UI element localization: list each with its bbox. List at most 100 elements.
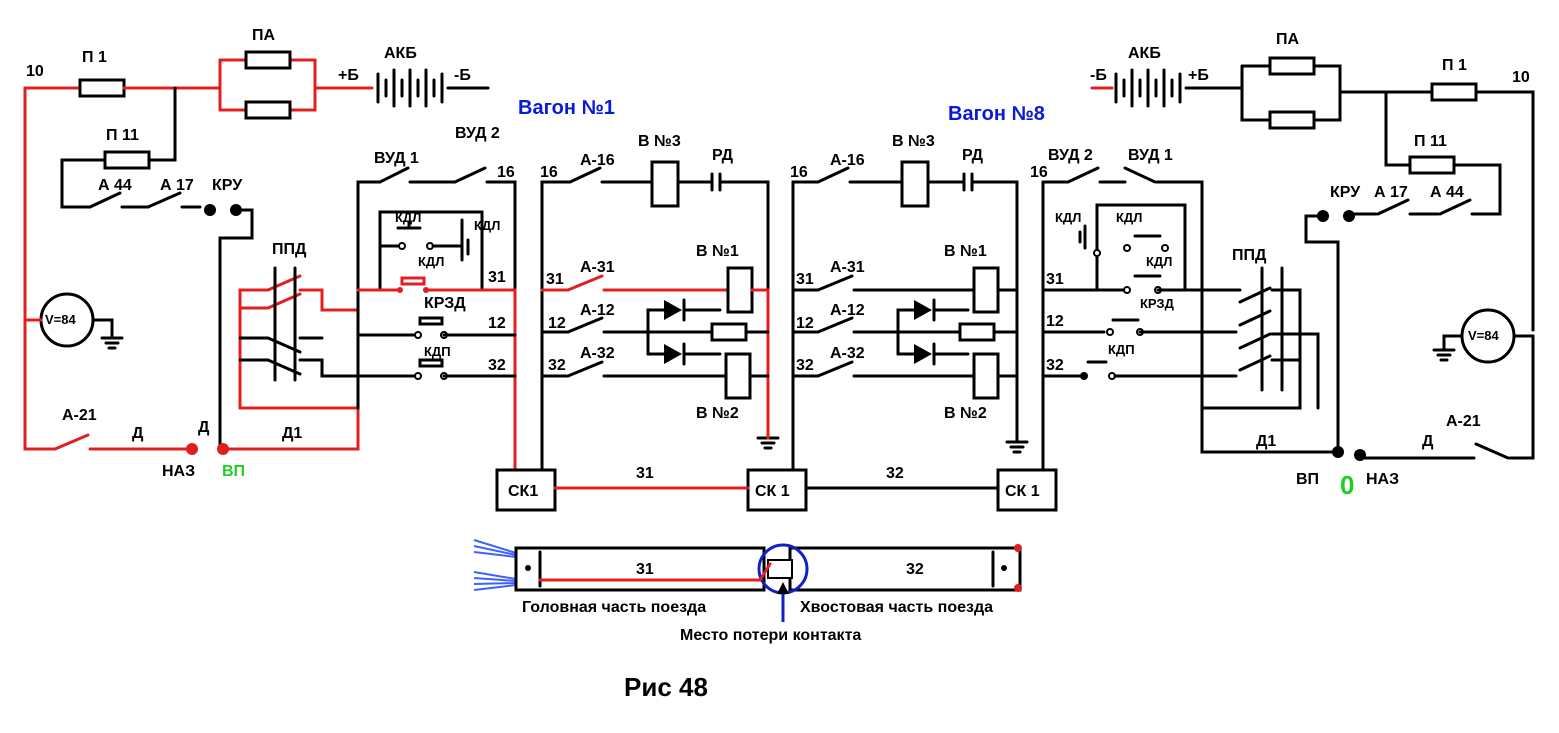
car1-relay-v2: В №2	[696, 405, 739, 422]
relay-v2-car8	[972, 352, 1000, 400]
car1-d-label: Д	[132, 425, 144, 442]
labels: Вагон №1 Вагон №8 10 П 1 ПА АКБ +Б -Б П …	[26, 27, 1530, 702]
car1-naz-label: НАЗ	[162, 463, 195, 480]
car1-vud2-label: ВУД 2	[455, 125, 500, 142]
trainline-32-label: 32	[886, 465, 904, 482]
car1-ppd-label: ППД	[272, 241, 307, 258]
car8-plus-label: +Б	[1188, 67, 1209, 84]
car8-relay-w32: 32	[796, 357, 814, 374]
relay-v3-car8	[900, 160, 930, 208]
car1-akb-label: АКБ	[384, 45, 417, 62]
fuse-pa-top	[244, 50, 292, 70]
car1-voltmeter-label: V=84	[45, 312, 76, 327]
car1-relay-a12: А-12	[580, 302, 615, 319]
car1-krzd-label: КРЗД	[424, 295, 466, 312]
car8-p1-label: П 1	[1442, 57, 1467, 74]
coupling-head-label: Головная часть поезда	[522, 599, 706, 616]
car1-kdp-label: КДП	[424, 344, 451, 359]
trainline-31-label: 31	[636, 465, 654, 482]
car8-relay-v2: В №2	[944, 405, 987, 422]
car1-w12-label: 12	[488, 315, 506, 332]
fuse-pa-top-car8	[1268, 56, 1316, 76]
car8-relay-w16: 16	[790, 164, 808, 181]
naz-point-car8	[1354, 449, 1366, 461]
car8-w16-label: 16	[1030, 164, 1048, 181]
car1-a44-label: А 44	[98, 177, 132, 194]
car1-power-section	[23, 50, 517, 472]
car1-kdl1-label: КДЛ	[395, 210, 421, 225]
car1-relay-v1: В №1	[696, 243, 739, 260]
car1-title: Вагон №1	[518, 97, 615, 119]
car8-relay-a16: А-16	[830, 152, 865, 169]
car1-relay-v3: В №3	[638, 133, 681, 150]
sk1-c-label: СК 1	[1005, 483, 1040, 500]
car1-relay-section	[540, 160, 780, 472]
car8-minus-label: -Б	[1090, 67, 1107, 84]
coupling-seg31: 31	[636, 561, 654, 578]
battery-akb-car8	[1114, 68, 1182, 108]
coupling-tail-label: Хвостовая часть поезда	[800, 599, 993, 616]
battery-akb	[376, 68, 444, 108]
car8-p11-label: П 11	[1414, 133, 1447, 150]
car8-w32-label: 32	[1046, 357, 1064, 374]
car1-a17-label: А 17	[160, 177, 194, 194]
car1-w16-label: 16	[497, 164, 515, 181]
fuse-p1-car8	[1430, 82, 1478, 102]
sk1-b-label: СК 1	[755, 483, 790, 500]
car8-w31-label: 31	[1046, 271, 1064, 288]
sk1-box-c	[996, 468, 1058, 512]
car1-relay-w16: 16	[540, 164, 558, 181]
car8-w12-label: 12	[1046, 313, 1064, 330]
coupling-seg32: 32	[906, 561, 924, 578]
car8-relay-rd: РД	[962, 147, 984, 164]
car8-d-label: Д	[1422, 433, 1434, 450]
car8-ppd-label: ППД	[1232, 247, 1267, 264]
relay-v2-car1	[724, 352, 752, 400]
car8-zero-label: 0	[1340, 470, 1354, 500]
car8-vud2-label: ВУД 2	[1048, 147, 1093, 164]
car8-wire10: 10	[1512, 69, 1530, 86]
car1-d1-label: Д1	[282, 425, 302, 442]
fuse-pa-bottom	[244, 100, 292, 120]
car8-kdl1-label: КДЛ	[1055, 210, 1081, 225]
car1-p11-label: П 11	[106, 127, 139, 144]
kru-contact-b-car8	[1343, 210, 1355, 222]
fuse-p11	[103, 150, 151, 170]
resistor-car1	[710, 322, 748, 342]
car1-w31-label: 31	[488, 269, 506, 286]
car8-a17-label: А 17	[1374, 184, 1408, 201]
car8-voltmeter-label: V=84	[1468, 328, 1499, 343]
car8-relay-a12: А-12	[830, 302, 865, 319]
car8-kdl2-label: КДЛ	[1116, 210, 1142, 225]
car8-relay-section	[791, 160, 1029, 472]
relay-v1-car8	[972, 266, 1000, 314]
sk1-box-a	[495, 468, 557, 512]
car8-naz-label: НАЗ	[1366, 471, 1399, 488]
car1-wire10: 10	[26, 63, 44, 80]
car1-relay-a31: А-31	[580, 259, 615, 276]
sk1-a-label: СК1	[508, 483, 538, 500]
car1-pa-label: ПА	[252, 27, 276, 44]
car8-kru-label: КРУ	[1330, 184, 1361, 201]
kru-contact-a	[204, 204, 216, 216]
fuse-pa-bottom-car8	[1268, 110, 1316, 130]
sk1-box-b	[746, 468, 808, 512]
car1-vp-label: ВП	[222, 463, 245, 480]
car1-vud1-label: ВУД 1	[374, 150, 419, 167]
car1-d-label-b: Д	[198, 419, 210, 436]
resistor-car8	[958, 322, 996, 342]
car1-a21-label: А-21	[62, 407, 97, 424]
car1-plus-label: +Б	[338, 67, 359, 84]
car8-title: Вагон №8	[948, 103, 1045, 125]
coupling-fault-label: Место потери контакта	[680, 627, 861, 644]
car8-kdl3-label: КДЛ	[1146, 254, 1172, 269]
car1-relay-a32: А-32	[580, 345, 615, 362]
car1-kru-label: КРУ	[212, 177, 243, 194]
car8-relay-w31: 31	[796, 271, 814, 288]
car8-krzd-label: КРЗД	[1140, 296, 1175, 311]
car8-relay-v3: В №3	[892, 133, 935, 150]
car8-relay-v1: В №1	[944, 243, 987, 260]
fuse-p1	[78, 78, 126, 98]
